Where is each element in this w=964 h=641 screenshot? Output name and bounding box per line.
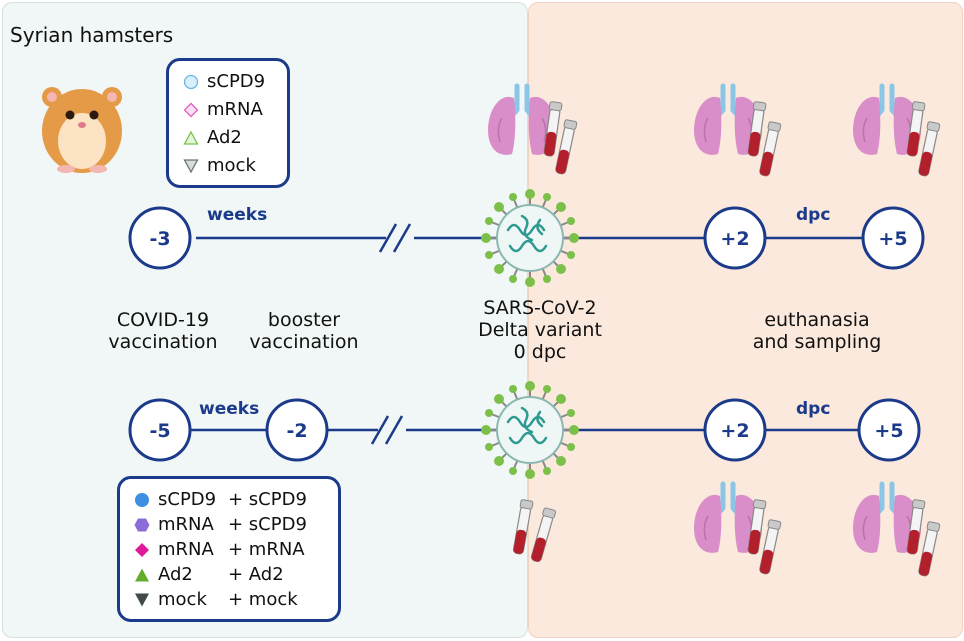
vaccination-label: COVID-19 vaccination xyxy=(108,309,218,353)
euthanasia-label: euthanasia and sampling xyxy=(752,309,882,353)
node-label: -2 xyxy=(286,420,307,442)
timeline-node: +5 xyxy=(857,398,921,462)
virus-icon xyxy=(479,187,581,289)
timeline-node: -5 xyxy=(128,398,192,462)
timeline-node: +5 xyxy=(861,206,925,270)
legend-item: mRNA+ sCPD9 xyxy=(134,514,307,535)
timeline-node: +2 xyxy=(703,398,767,462)
unit-label: dpc xyxy=(796,205,831,225)
triangle-up-filled-icon xyxy=(135,568,149,581)
legend-item: mock xyxy=(183,155,256,176)
triangle-down-filled-icon xyxy=(135,593,149,606)
legend-item: sCPD9+ sCPD9 xyxy=(134,489,307,510)
triangle-down-outline-icon xyxy=(183,158,199,173)
node-label: -5 xyxy=(149,420,170,442)
legend-item: mRNA+ mRNA xyxy=(134,539,305,560)
node-label: +5 xyxy=(878,228,907,250)
hamster-icon xyxy=(42,87,122,173)
figure-title: Syrian hamsters xyxy=(10,23,174,47)
node-label: +5 xyxy=(874,420,903,442)
legend-top: sCPD9 mRNA Ad2 mock xyxy=(166,58,290,188)
circle-outline-icon xyxy=(183,74,199,89)
hexagon-filled-icon xyxy=(134,518,150,531)
blood-tube-icon xyxy=(511,498,557,564)
timeline-node: -2 xyxy=(265,398,329,462)
node-label: +2 xyxy=(720,420,749,442)
timeline-node: +2 xyxy=(703,206,767,270)
legend-bottom: sCPD9+ sCPD9 mRNA+ sCPD9 mRNA+ mRNA Ad2+… xyxy=(117,476,341,622)
circle-filled-icon xyxy=(135,492,149,507)
unit-label: weeks xyxy=(207,205,268,225)
infection-label: SARS-CoV-2 Delta variant 0 dpc xyxy=(478,297,602,363)
diamond-outline-icon xyxy=(183,102,199,117)
virus-icon xyxy=(479,379,581,481)
legend-item: mRNA xyxy=(183,99,263,120)
diamond-filled-icon xyxy=(135,542,149,557)
booster-label: booster vaccination xyxy=(249,309,359,353)
unit-label: weeks xyxy=(199,399,260,419)
legend-item: mock+ mock xyxy=(134,589,298,610)
timeline-node: -3 xyxy=(128,206,192,270)
legend-item: Ad2 xyxy=(183,127,242,148)
axis-break-icon xyxy=(378,223,412,253)
legend-item: Ad2+ Ad2 xyxy=(134,564,284,585)
node-label: +2 xyxy=(720,228,749,250)
unit-label: dpc xyxy=(796,399,831,419)
node-label: -3 xyxy=(149,228,170,250)
legend-item: sCPD9 xyxy=(183,71,265,92)
axis-break-icon xyxy=(370,415,404,445)
triangle-up-outline-icon xyxy=(183,130,199,145)
